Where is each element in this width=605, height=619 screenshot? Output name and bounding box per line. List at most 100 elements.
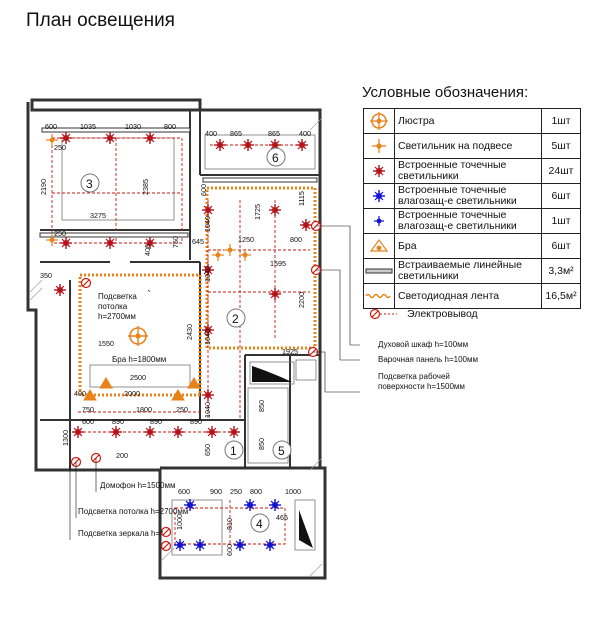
- room-number: 3: [86, 177, 93, 191]
- svg-text:645: 645: [192, 237, 204, 246]
- svg-text:350: 350: [40, 271, 52, 280]
- svg-text:2385: 2385: [141, 179, 150, 195]
- ceiling-light-note-html: Подсветка потолка h=2700мм: [98, 292, 150, 322]
- svg-text:250: 250: [54, 229, 66, 238]
- svg-text:465: 465: [276, 513, 288, 522]
- svg-text:1040: 1040: [203, 402, 212, 418]
- svg-text:890: 890: [112, 417, 124, 426]
- svg-text:750: 750: [171, 236, 180, 248]
- room-number: 1: [230, 444, 237, 458]
- legend-table: Люстра 1шт Светильник на подвесе 5шт Вст…: [363, 108, 581, 309]
- svg-text:250: 250: [176, 405, 188, 414]
- chandelier-icon: [128, 326, 148, 346]
- svg-text:600: 600: [45, 122, 57, 131]
- svg-text:1115: 1115: [297, 191, 306, 206]
- legend-row: Встроенные точечные влагозащ-е светильни…: [363, 208, 581, 234]
- svg-text:1040: 1040: [203, 216, 212, 232]
- legend-title: Условные обозначения:: [362, 84, 529, 101]
- waterproof-spot-icon: [372, 189, 386, 203]
- svg-text:1300: 1300: [61, 430, 70, 446]
- mirror-fill: [299, 510, 313, 548]
- svg-text:600: 600: [199, 184, 208, 196]
- room-number: 6: [272, 151, 279, 165]
- sconces: [83, 377, 201, 401]
- legend-row: Встроенные точечные светильники 24шт: [363, 158, 581, 184]
- legend-row: Светодиодная лента 16,5м²: [363, 283, 581, 309]
- chandelier-icon: [370, 112, 388, 130]
- svg-text:400: 400: [74, 389, 86, 398]
- legend-row: Встраиваемые линейные светильники 3,3м²: [363, 258, 581, 284]
- svg-text:850: 850: [257, 400, 266, 412]
- page-title: План освещения: [26, 10, 175, 31]
- svg-text:400: 400: [143, 244, 152, 256]
- svg-text:600: 600: [178, 487, 190, 496]
- svg-text:1595: 1595: [270, 259, 286, 268]
- legend-outlet: Электровывод: [367, 308, 478, 320]
- svg-text:2430: 2430: [185, 324, 194, 340]
- linear-lights: [39, 127, 318, 238]
- intercom-note: Домофон h=1500мм: [100, 481, 176, 490]
- svg-text:890: 890: [150, 417, 162, 426]
- sconce-note: Бра h=1800мм: [112, 355, 166, 364]
- dimension-labels: 600 1035 1030 800 250 2190 3275 2385 250…: [39, 122, 311, 556]
- sconce-icon: [369, 238, 389, 252]
- svg-text:250: 250: [230, 487, 242, 496]
- led-strip-icon: [365, 293, 391, 299]
- legend-row: Светильник на подвесе 5шт: [363, 133, 581, 159]
- svg-text:800: 800: [164, 122, 176, 131]
- cooktop-note: Варочная панель h=100мм: [378, 355, 479, 364]
- recessed-spot-icon: [372, 164, 386, 178]
- svg-text:890: 890: [190, 417, 202, 426]
- svg-text:1725: 1725: [253, 204, 262, 220]
- legend-row: Бра 6шт: [363, 233, 581, 259]
- svg-text:1000: 1000: [175, 514, 184, 530]
- wiring: [51, 137, 310, 545]
- svg-text:250: 250: [54, 143, 66, 152]
- svg-text:1035: 1035: [80, 122, 96, 131]
- svg-text:900: 900: [210, 487, 222, 496]
- room-number: 5: [278, 444, 285, 458]
- pendant-light-icon: [372, 139, 386, 153]
- svg-text:865: 865: [268, 129, 280, 138]
- work-surface-note: Подсветка рабочей поверхности h=1500мм: [378, 372, 465, 391]
- svg-text:800: 800: [250, 487, 262, 496]
- room-numbers: 3 2 1 4 5 6: [80, 147, 292, 533]
- svg-text:865: 865: [230, 129, 242, 138]
- svg-text:810: 810: [225, 518, 234, 530]
- svg-text:2000: 2000: [124, 389, 140, 398]
- ceiling-light-note-2: Подсветка потолка h=2700мм: [78, 507, 188, 516]
- leader-lines: [69, 225, 360, 540]
- legend-row: Встроенные точечные влагозащ-е светильни…: [363, 183, 581, 209]
- svg-text:1925: 1925: [282, 347, 298, 356]
- linear-light-icon: [365, 268, 393, 274]
- svg-text:600: 600: [82, 417, 94, 426]
- floor-plan: 3 2 1 4 5 6 600 1035 1030 800 250 2190 3…: [26, 98, 360, 580]
- room-number: 2: [232, 312, 239, 326]
- svg-text:3275: 3275: [90, 211, 106, 220]
- svg-text:400: 400: [299, 129, 311, 138]
- svg-text:1040: 1040: [203, 329, 212, 345]
- svg-text:1550: 1550: [98, 339, 114, 348]
- waterproof-spot-small-icon: [374, 216, 384, 226]
- legend-row: Люстра 1шт: [363, 108, 581, 134]
- svg-text:1040: 1040: [203, 266, 212, 282]
- svg-text:1030: 1030: [125, 122, 141, 131]
- furniture: [61, 134, 317, 556]
- wall-hatching: [29, 117, 323, 577]
- svg-text:2200: 2200: [297, 292, 306, 308]
- svg-text:850: 850: [257, 438, 266, 450]
- svg-text:2190: 2190: [39, 179, 48, 195]
- svg-text:1800: 1800: [136, 405, 152, 414]
- svg-text:400: 400: [205, 129, 217, 138]
- walls: [26, 98, 327, 580]
- svg-text:200: 200: [116, 451, 128, 460]
- svg-text:800: 800: [290, 235, 302, 244]
- outlet-icon: [369, 308, 397, 320]
- room-number: 4: [256, 517, 263, 531]
- svg-text:650: 650: [203, 444, 212, 456]
- oven-fill: [252, 366, 292, 382]
- mirror-light-note: Подсветка зеркала h=*: [78, 529, 163, 538]
- oven-note: Духовой шкаф h=100мм: [378, 340, 469, 349]
- svg-text:750: 750: [82, 405, 94, 414]
- svg-text:1250: 1250: [238, 235, 254, 244]
